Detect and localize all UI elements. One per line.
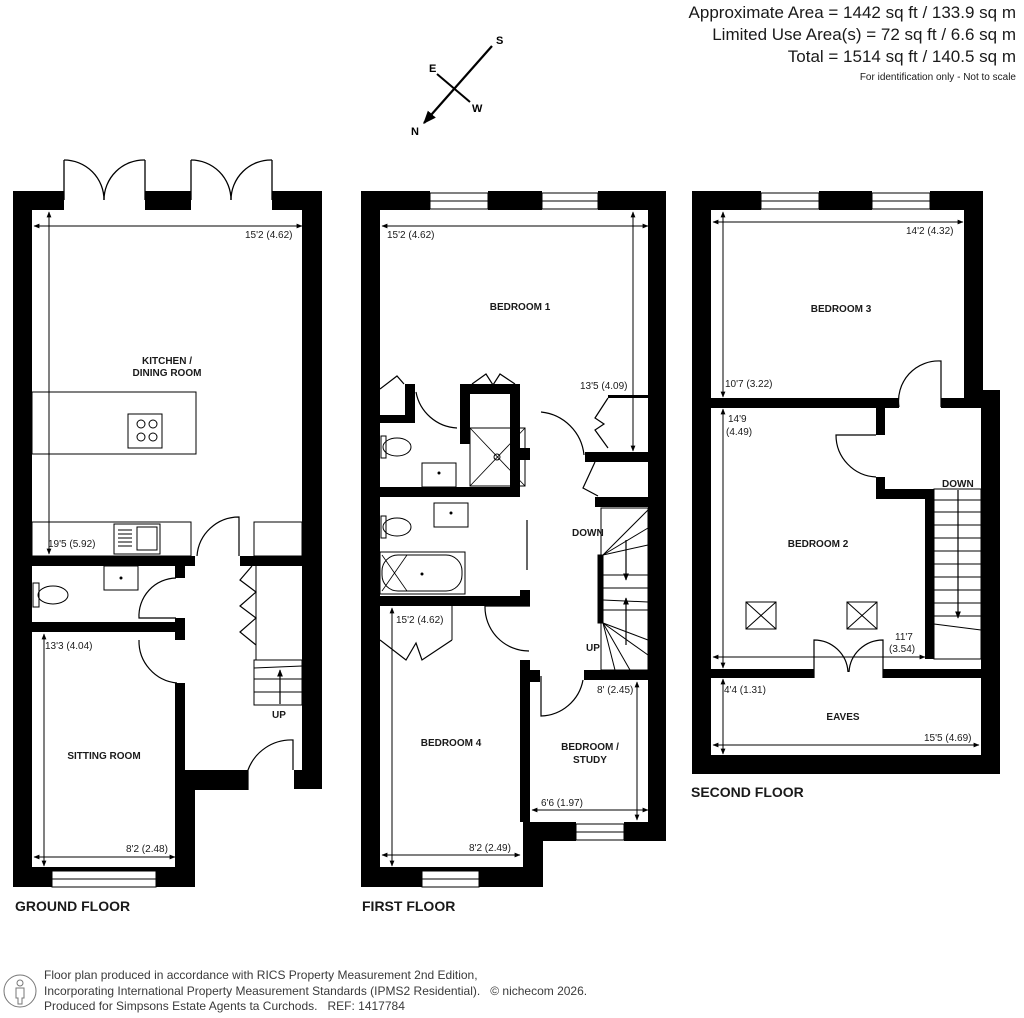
svg-text:N: N bbox=[411, 126, 419, 138]
svg-text:10'7 (3.22): 10'7 (3.22) bbox=[725, 379, 773, 390]
svg-text:8' (2.45): 8' (2.45) bbox=[597, 685, 633, 696]
svg-text:6'6 (1.97): 6'6 (1.97) bbox=[541, 798, 583, 809]
svg-text:DOWN: DOWN bbox=[942, 479, 974, 490]
person-logo-icon bbox=[3, 974, 37, 1008]
ground-floor-label: GROUND FLOOR bbox=[15, 898, 131, 914]
svg-text:13'5 (4.09): 13'5 (4.09) bbox=[580, 381, 628, 392]
svg-text:BEDROOM /: BEDROOM / bbox=[561, 742, 619, 753]
svg-text:EAVES: EAVES bbox=[826, 712, 859, 723]
svg-text:BEDROOM 2: BEDROOM 2 bbox=[788, 539, 849, 550]
svg-text:8'2 (2.49): 8'2 (2.49) bbox=[469, 843, 511, 854]
svg-text:13'3 (4.04): 13'3 (4.04) bbox=[45, 641, 93, 652]
first-floor-label: FIRST FLOOR bbox=[362, 898, 456, 914]
svg-text:UP: UP bbox=[272, 710, 286, 721]
footer-line-2: Incorporating International Property Mea… bbox=[44, 983, 588, 998]
svg-text:15'2 (4.62): 15'2 (4.62) bbox=[245, 230, 293, 241]
svg-text:S: S bbox=[496, 35, 503, 47]
first-floor-plan: DOWN UP 15'2 (4.62) 13'5 (4.09) 15'2 (4.… bbox=[361, 191, 666, 888]
svg-text:14'9: 14'9 bbox=[728, 414, 747, 425]
footer-line-1: Floor plan produced in accordance with R… bbox=[44, 968, 478, 982]
svg-text:8'2 (2.48): 8'2 (2.48) bbox=[126, 844, 168, 855]
svg-text:KITCHEN /: KITCHEN / bbox=[142, 356, 192, 367]
svg-text:11'7: 11'7 bbox=[895, 632, 913, 643]
scale-note: For identification only - Not to scale bbox=[859, 72, 1016, 83]
second-floor-label: SECOND FLOOR bbox=[691, 784, 804, 800]
ground-floor-plan: UP 15'2 (4.62) 19'5 (5.92) 13'3 (4.04) 8… bbox=[13, 159, 322, 888]
total-area: Total = 1514 sq ft / 140.5 sq m bbox=[787, 47, 1016, 66]
second-floor-plan: DOWN 14'2 (4.32) 10'7 (3.22) 14'9 (4.49)… bbox=[692, 191, 1000, 774]
approximate-area: Approximate Area = 1442 sq ft / 133.9 sq… bbox=[688, 3, 1016, 22]
svg-text:15'2 (4.62): 15'2 (4.62) bbox=[396, 615, 444, 626]
svg-text:(3.54): (3.54) bbox=[889, 644, 915, 655]
svg-text:W: W bbox=[472, 103, 483, 115]
svg-text:4'4 (1.31): 4'4 (1.31) bbox=[724, 685, 766, 696]
svg-text:14'2 (4.32): 14'2 (4.32) bbox=[906, 226, 954, 237]
svg-text:BEDROOM 1: BEDROOM 1 bbox=[490, 302, 551, 313]
svg-text:STUDY: STUDY bbox=[573, 755, 607, 766]
area-summary: Approximate Area = 1442 sq ft / 133.9 sq… bbox=[689, 2, 1016, 86]
svg-text:15'5 (4.69): 15'5 (4.69) bbox=[924, 733, 972, 744]
svg-text:19'5 (5.92): 19'5 (5.92) bbox=[48, 539, 96, 550]
compass-icon: S E W N bbox=[411, 35, 503, 138]
footer-line-3: Produced for Simpsons Estate Agents ta C… bbox=[44, 999, 405, 1013]
svg-text:BEDROOM 4: BEDROOM 4 bbox=[421, 738, 482, 749]
svg-text:E: E bbox=[429, 63, 436, 75]
svg-text:SITTING ROOM: SITTING ROOM bbox=[67, 751, 140, 762]
svg-text:BEDROOM 3: BEDROOM 3 bbox=[811, 304, 872, 315]
footer: Floor plan produced in accordance with R… bbox=[0, 966, 660, 1016]
floor-plan-drawing: S E W N bbox=[13, 35, 1000, 888]
svg-text:(4.49): (4.49) bbox=[726, 427, 752, 438]
svg-text:DINING ROOM: DINING ROOM bbox=[133, 368, 202, 379]
limited-use-area: Limited Use Area(s) = 72 sq ft / 6.6 sq … bbox=[712, 25, 1016, 44]
svg-text:UP: UP bbox=[586, 643, 600, 654]
svg-text:15'2 (4.62): 15'2 (4.62) bbox=[387, 230, 435, 241]
svg-text:DOWN: DOWN bbox=[572, 528, 604, 539]
